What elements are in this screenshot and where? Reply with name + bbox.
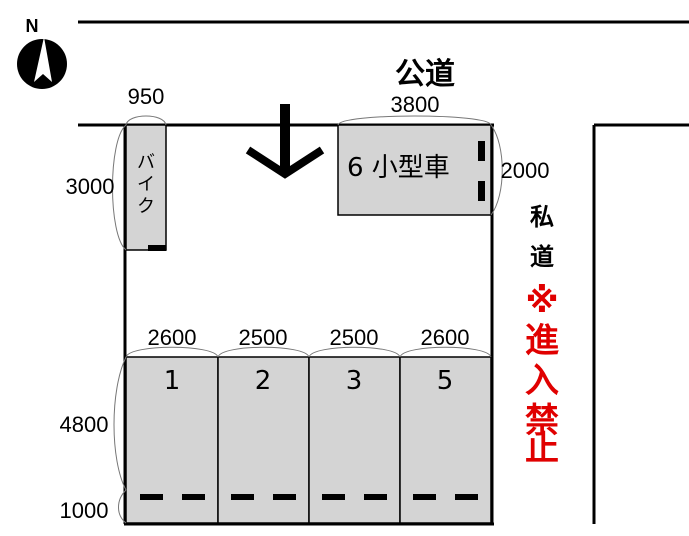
spot-width-dim-5: 2600 (421, 325, 470, 350)
compact-spot-label: 6 小型車 (347, 153, 450, 183)
no-entry-warning: ※ 進 入 禁 止 (525, 281, 559, 469)
bike-length-dim: 3000 (66, 174, 115, 199)
bike-label-2: イ (137, 174, 155, 195)
compact-length-dim: 2000 (501, 158, 550, 183)
no-entry-char-1: 進 (525, 321, 559, 361)
no-entry-char-2: 入 (525, 361, 559, 401)
bike-width-dim: 950 (128, 84, 165, 109)
spot-number-2: 2 (255, 366, 272, 396)
spot-width-dim-1: 2600 (148, 325, 197, 350)
compact-width-dim: 3800 (391, 92, 440, 117)
bike-stop-mark (148, 245, 166, 251)
bike-spot: バ イ ク (125, 124, 167, 251)
no-entry-char-4: 止 (525, 429, 559, 469)
bike-label-3: ク (137, 196, 155, 217)
no-entry-mark: ※ (525, 281, 558, 321)
spot-number-3: 3 (346, 366, 363, 396)
bike-spot-area (125, 124, 167, 251)
compact-stop-mark-top (478, 141, 485, 161)
main-spots: 1 2 3 5 (125, 356, 492, 524)
spot-length-dim: 4800 (60, 412, 109, 437)
compact-spot-area (337, 124, 492, 216)
bike-label-1: バ (137, 152, 155, 173)
private-road-label: 私 道 (530, 203, 554, 271)
entry-arrow-icon (245, 104, 325, 179)
rear-gap-dim: 1000 (60, 498, 109, 523)
compact-stop-mark-bottom (478, 181, 485, 201)
compass: N (17, 16, 67, 89)
spot-number-1: 1 (164, 366, 181, 396)
private-road-label-2: 道 (530, 243, 554, 271)
spot-width-dim-2: 2500 (239, 325, 288, 350)
no-entry-char-3: 禁 (525, 401, 559, 441)
spot-width-dim-3: 2500 (330, 325, 379, 350)
compact-spot: 6 小型車 (337, 124, 492, 216)
private-road-label-1: 私 (530, 203, 554, 231)
wheel-stop-marks (140, 494, 478, 500)
lot-boundary (123, 125, 494, 526)
public-road-label: 公道 (395, 57, 455, 92)
dimension-arcs (112, 115, 503, 524)
dimension-labels: 950 3800 3000 2000 2600 2500 2500 2600 4… (60, 84, 550, 523)
spot-number-5: 5 (437, 366, 454, 396)
compass-north-label: N (26, 16, 39, 36)
north-arrow-icon (34, 37, 52, 82)
